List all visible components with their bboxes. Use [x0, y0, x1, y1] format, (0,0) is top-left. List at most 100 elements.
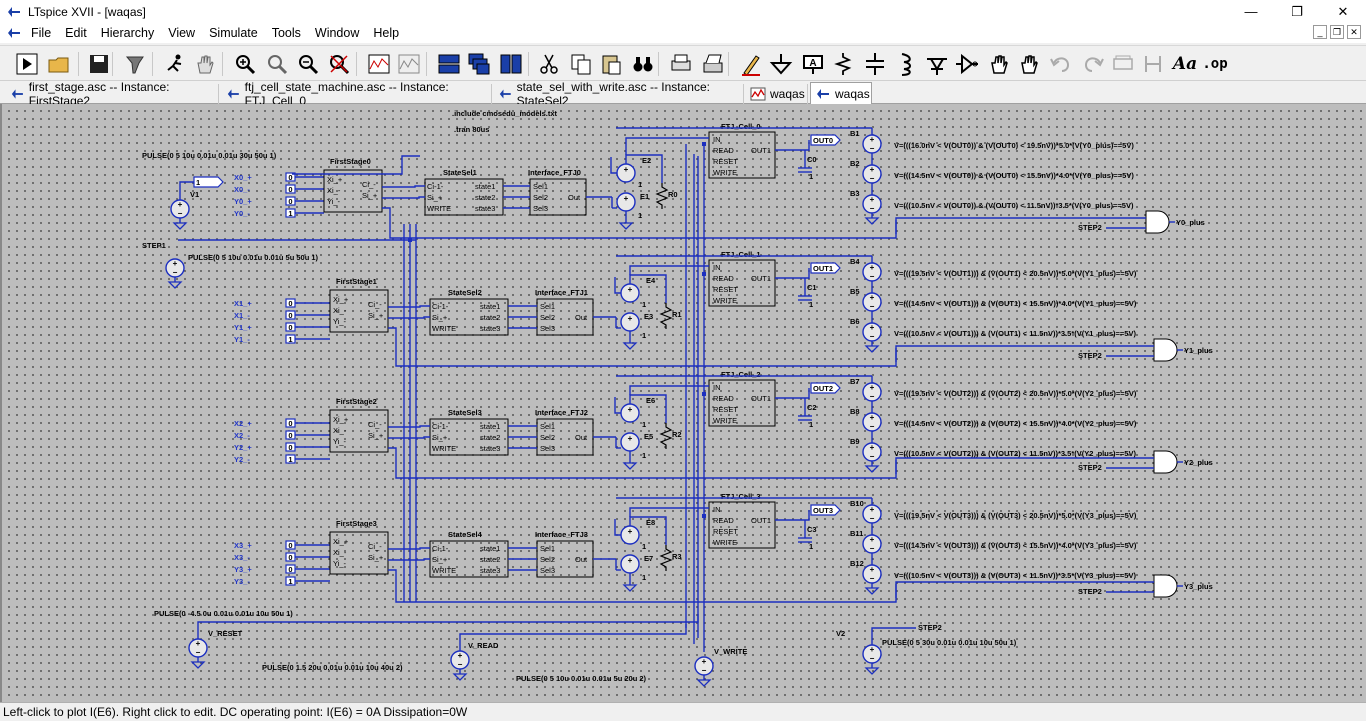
run-button[interactable] — [14, 51, 40, 77]
paste-button[interactable] — [598, 51, 624, 77]
zoom-in-button[interactable] — [232, 51, 258, 77]
minus-sign: − — [196, 648, 201, 657]
and-gate — [1153, 450, 1178, 474]
state-sel-label: StateSel1 — [443, 168, 477, 177]
pin: Sel3 — [540, 566, 555, 575]
pan-hand-button[interactable] — [192, 51, 218, 77]
minus-sign: − — [870, 302, 875, 311]
open-button[interactable] — [46, 51, 72, 77]
menu-hierarchy[interactable]: Hierarchy — [100, 26, 155, 40]
b-label: B12 — [850, 559, 864, 568]
move-button[interactable] — [986, 51, 1012, 77]
undo-button[interactable] — [1048, 51, 1074, 77]
pin: Xi_+ — [327, 175, 343, 184]
constant-value: 0 — [288, 541, 292, 550]
minus-sign: − — [870, 144, 875, 153]
menu-view[interactable]: View — [168, 26, 196, 40]
spice-directive-icon: .op — [1202, 56, 1228, 72]
constant-value: 1 — [288, 209, 292, 218]
pin: Ci-1- — [432, 422, 449, 431]
component-icon — [956, 53, 978, 75]
tab-waqas-schematic[interactable]: waqas — [810, 82, 872, 105]
control-panel-button[interactable] — [122, 51, 148, 77]
pin: Xi_+ — [333, 415, 349, 424]
ground-symbol — [696, 679, 712, 687]
label-net-button[interactable]: A — [800, 51, 826, 77]
redo-button[interactable] — [1080, 51, 1106, 77]
cascade-button[interactable] — [466, 51, 492, 77]
schematic-drawing[interactable]: .include cmosedu_models.txt.tran 80usPUL… — [2, 104, 1366, 702]
diode-button[interactable] — [924, 51, 950, 77]
and-out-label: Y1_plus — [1184, 346, 1213, 355]
plus-sign: + — [702, 657, 707, 666]
const-label: 1 — [638, 211, 642, 220]
diode-icon — [927, 58, 947, 75]
resistor-button[interactable] — [830, 51, 856, 77]
text-button[interactable]: Aa — [1172, 51, 1198, 77]
menu-edit[interactable]: Edit — [65, 26, 87, 40]
maximize-button[interactable]: ❐ — [1274, 0, 1320, 23]
zoom-cancel-button[interactable] — [326, 51, 352, 77]
mdi-minimize-button[interactable]: _ — [1313, 25, 1327, 39]
print-setup-button[interactable] — [700, 51, 726, 77]
tab-waqas-plot[interactable]: waqas — [746, 84, 808, 104]
rotate-icon — [1113, 55, 1133, 70]
plot-window-button[interactable] — [366, 51, 392, 77]
capacitor-button[interactable] — [862, 51, 888, 77]
ground-button[interactable] — [768, 51, 794, 77]
plus-sign: + — [870, 443, 875, 452]
print-button[interactable] — [668, 51, 694, 77]
copy-button[interactable] — [568, 51, 594, 77]
menu-help[interactable]: Help — [373, 26, 400, 40]
tab-ftj-cell-state-machine[interactable]: ftj_cell_state_machine.asc -- Instance: … — [222, 80, 492, 108]
e-wire — [629, 274, 667, 303]
mdi-close-button[interactable]: ✕ — [1347, 25, 1361, 39]
pin: Sel1 — [540, 302, 555, 311]
component-button[interactable] — [954, 51, 980, 77]
document-icon[interactable] — [6, 25, 22, 41]
tile-horizontal-button[interactable] — [436, 51, 462, 77]
tab-state-sel-with-write[interactable]: state_sel_with_write.asc -- Instance: St… — [494, 80, 744, 108]
tile-vertical-button[interactable] — [498, 51, 524, 77]
mirror-button[interactable] — [1140, 51, 1166, 77]
print-icon — [671, 54, 691, 71]
pin: Ci-1- — [427, 182, 444, 191]
close-button[interactable]: ✕ — [1320, 0, 1366, 23]
v1-wire — [179, 181, 194, 200]
spice-directive-button[interactable]: .op — [1202, 51, 1228, 77]
menu-file[interactable]: File — [31, 26, 52, 40]
minus-sign: − — [702, 666, 707, 675]
e-wire — [614, 277, 621, 294]
mdi-restore-button[interactable]: ❐ — [1330, 25, 1344, 39]
pin: Out — [575, 433, 588, 442]
pin: Xi_- — [327, 186, 341, 195]
menu-window[interactable]: Window — [314, 26, 360, 40]
zoom-area-button[interactable] — [264, 51, 290, 77]
tab-first-stage[interactable]: first_stage.asc -- Instance: FirstStage2 — [6, 80, 219, 108]
zoom-out-button[interactable] — [295, 51, 321, 77]
print-setup-icon — [703, 54, 723, 73]
drag-button[interactable] — [1016, 51, 1042, 77]
b-label: B3 — [850, 189, 860, 198]
rotate-button[interactable] — [1110, 51, 1136, 77]
inductor-button[interactable] — [892, 51, 918, 77]
save-button[interactable] — [86, 51, 112, 77]
pin: WRITE — [713, 296, 737, 305]
minimize-button[interactable]: — — [1228, 0, 1274, 23]
input-label: X1_- — [234, 311, 250, 320]
find-button[interactable] — [630, 51, 656, 77]
draw-wire-button[interactable] — [738, 51, 764, 77]
plot-settings-button[interactable] — [396, 51, 422, 77]
ground-symbol — [190, 661, 206, 669]
tile-horizontal-icon — [438, 54, 460, 74]
pin: WRITE — [713, 416, 737, 425]
probe-button[interactable] — [162, 51, 188, 77]
menu-tools[interactable]: Tools — [271, 26, 301, 40]
const-label: 1 — [809, 172, 813, 181]
menu-simulate[interactable]: Simulate — [209, 26, 258, 40]
resistor-label: R1 — [672, 310, 682, 319]
minus-sign: − — [870, 174, 875, 183]
constant-value: 0 — [288, 173, 292, 182]
cut-button[interactable] — [536, 51, 562, 77]
